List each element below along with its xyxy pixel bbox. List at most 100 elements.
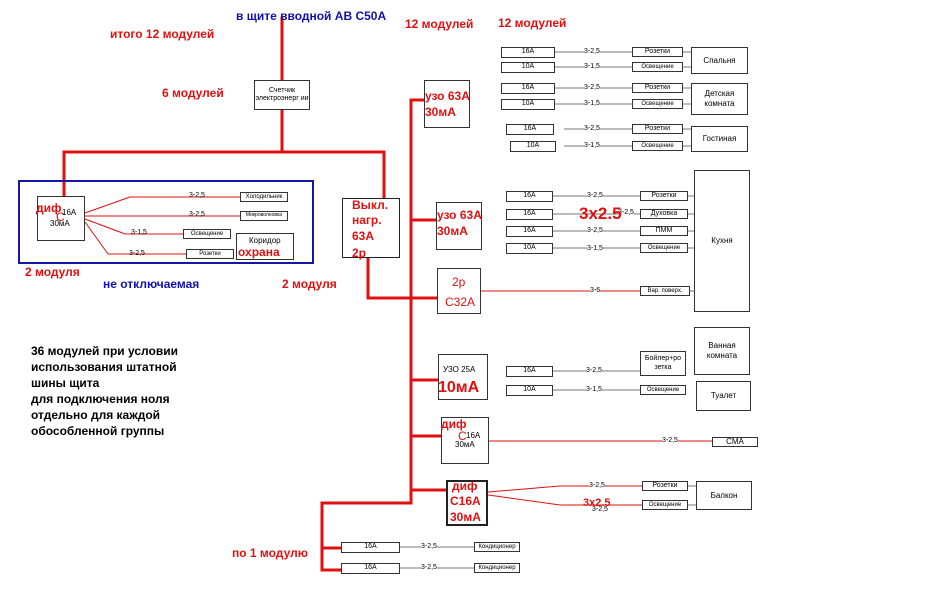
bath-light-load-label: Освещение [646, 386, 680, 393]
kitchen-breaker-1: 16А [506, 191, 553, 202]
room-kids: Детская комната [691, 83, 748, 115]
room-bedroom-label: Спальня [703, 55, 736, 65]
corridor-label: Коридор [249, 236, 281, 245]
modules-note: 36 модулей при условии использования шта… [31, 344, 178, 438]
kitchen-sec-3: 3-2,5 [587, 227, 603, 234]
bath-breaker-1: 16А [506, 366, 553, 377]
bath-sec-1: 3-2,5 [586, 367, 602, 374]
guard-label: охрана [238, 245, 280, 259]
kitchen-breaker-4: 10А [506, 243, 553, 254]
rcd-25-box [438, 354, 488, 400]
stove-breaker-l2: С32А [445, 295, 476, 309]
room-kitchen: Кухня [694, 170, 750, 312]
living-breaker-2-label: 10А [526, 142, 540, 150]
living-load-2-label: Освещение [641, 142, 674, 149]
kitchen-load-2-label: Духовка [650, 209, 678, 217]
rcbo-cma-c: С [458, 429, 467, 443]
room-kids-label: Детская комната [704, 89, 735, 108]
microwave-label: Микроволновка [245, 212, 283, 219]
kids-breaker-2-label: 10А [521, 100, 535, 108]
left-rcbo-dif: диф [36, 201, 62, 215]
kids-sec-2: 3-1,5 [584, 100, 600, 107]
boiler-load-label: Бойлер+ро зетка [644, 355, 682, 371]
rcd-2-l2: 30мА [437, 224, 468, 238]
washer-load: СМА [712, 437, 758, 447]
ac-load-2: Кондиционер [474, 563, 520, 573]
room-living: Гостиная [691, 126, 748, 152]
rcbo-cma-dif: диф [441, 417, 467, 431]
bedroom-breaker-2: 10А [501, 62, 555, 73]
ac-load-2-label: Кондиционер [478, 564, 516, 571]
stove-breaker-l1: 2р [452, 275, 466, 289]
corridor-box [236, 233, 294, 260]
bath-light-load: Освещение [640, 385, 686, 395]
balcony-sockets-load: Розетки [642, 481, 688, 491]
bedroom-load-1-label: Розетки [644, 47, 671, 55]
load-switch-box [342, 198, 400, 258]
kitchen-load-4-label: Освещение [647, 244, 681, 251]
boiler-load: Бойлер+ро зетка [640, 351, 686, 376]
kids-sec-1: 3-2,5 [584, 84, 600, 91]
ac-sec-1: 3-2,5 [421, 543, 437, 550]
microwave-load: Микроволновка [240, 211, 288, 221]
non-switchable-label: не отключаемая [103, 277, 200, 291]
per-module-label: по 1 модулю [232, 546, 308, 560]
bedroom-breaker-1: 16А [501, 47, 555, 58]
kitchen-load-2: Духовка [640, 209, 688, 219]
kids-load-2: Освещение [632, 99, 683, 109]
kitchen-breaker-2-label: 16А [523, 210, 536, 218]
modules-12-label-b: 12 модулей [498, 16, 567, 30]
kids-breaker-1: 16А [501, 83, 555, 94]
balcony-sec-2: 3-2,5 [592, 506, 608, 513]
sockets-load-left: Розетки [186, 249, 234, 259]
ac-load-1: Кондиционер [474, 542, 520, 552]
rcd-1-box [424, 80, 470, 128]
living-sec-2: 3-1,5 [584, 142, 600, 149]
kitchen-load-3-label: ПММ [655, 226, 673, 234]
cma-sec: 3-2,5 [662, 437, 678, 444]
modules-12-label-a: 12 модулей [405, 17, 474, 31]
kitchen-load-3: ПММ [640, 226, 688, 236]
rcbo-cma-ma: 30мА [455, 440, 475, 449]
kids-load-1: Розетки [632, 83, 683, 93]
stove-sec: 3-6 [590, 287, 601, 294]
room-balcony: Балкон [696, 481, 752, 510]
ac-breaker-2: 16А [341, 563, 400, 574]
kids-load-1-label: Розетки [644, 83, 671, 91]
main-bus [62, 16, 448, 572]
rcd-25-l1: УЗО 25А [443, 365, 476, 374]
load-switch-l1: Выкл. [352, 198, 389, 212]
fridge-load: Холодильник [240, 192, 288, 202]
lighting-load-left: Освещение [183, 229, 231, 239]
modules-2-left-label: 2 модуля [25, 265, 80, 279]
kitchen-breaker-4-label: 10А [523, 244, 536, 252]
balcony-sec-1: 3-2,5 [589, 482, 605, 489]
kitchen-sec-2: 3-2,5 [618, 209, 634, 216]
bedroom-breaker-2-label: 10А [521, 63, 535, 71]
load-switch-l2: нагр. [352, 213, 382, 227]
kitchen-breaker-3: 16А [506, 226, 553, 237]
living-load-2: Освещение [632, 141, 683, 151]
kids-breaker-1-label: 16А [521, 84, 535, 92]
left-line-2-sec: 3-2,5 [189, 211, 205, 218]
kids-breaker-2: 10А [501, 99, 555, 110]
bath-sec-2: 3-1,5 [586, 386, 602, 393]
rcd-1-l1: узо 63А [425, 89, 470, 103]
vvod-label: в щите вводной АВ С50А [236, 9, 387, 23]
bedroom-sec-2: 3-1,5 [584, 63, 600, 70]
room-bathroom: Ванная комната [694, 327, 750, 375]
living-load-1-label: Розетки [644, 124, 671, 132]
kids-load-2-label: Освещение [641, 100, 674, 107]
left-rcbo-rating: 16А [62, 208, 77, 217]
washer-load-label: СМА [726, 437, 744, 447]
rcbo-balcony-box [446, 480, 488, 526]
meter-label: Счетчик электроэнерг ии [255, 86, 309, 102]
kitchen-breaker-2: 16А [506, 209, 553, 220]
balcony-light-label: Освещение [648, 501, 682, 508]
left-rcbo-ma: 30мА [50, 219, 70, 228]
stove-load: Вар. поверх. [640, 286, 690, 296]
room-toilet-label: Туалет [710, 391, 737, 401]
ac-breaker-2-label: 16А [364, 564, 377, 572]
rcd-2-box [436, 202, 482, 250]
